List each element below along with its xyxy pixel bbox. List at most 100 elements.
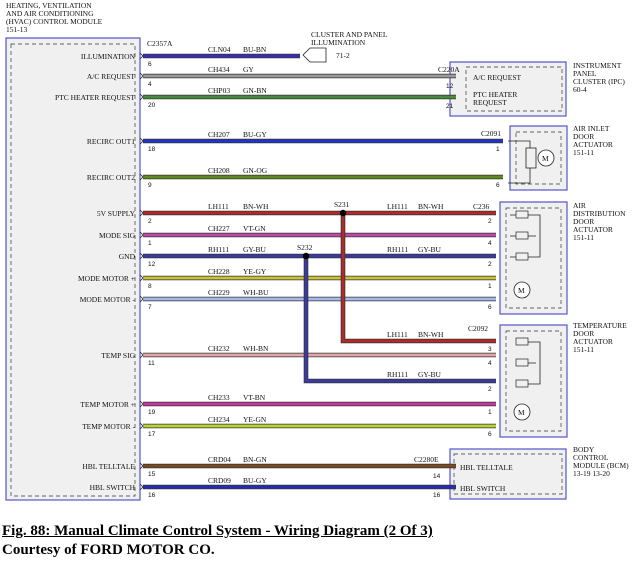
component-pin-number: 14 xyxy=(433,473,441,480)
wire-lh111-temp-branch xyxy=(340,213,496,344)
dist-title-3: DOOR xyxy=(573,217,594,226)
ipc-title-3: CLUSTER (IPC) xyxy=(573,77,625,86)
temp-title-2: DOOR xyxy=(573,329,594,338)
wire-color-label: GY-BU xyxy=(243,245,267,254)
dist-motor-icon xyxy=(513,281,531,299)
signal-label: MODE SIG xyxy=(99,231,136,240)
ipc-ptc-label-1: PTC HEATER xyxy=(473,90,517,99)
wire-ch227 xyxy=(139,231,496,239)
bcm-switch-label: HBL SWITCH xyxy=(460,484,506,493)
wire-color-label: GN-BN xyxy=(243,86,267,95)
wire-color-label: GN-OG xyxy=(243,166,268,175)
wire-ch232 xyxy=(139,351,496,359)
component-pin-number: 1 xyxy=(496,146,500,153)
splice-s231: S231 xyxy=(334,200,350,217)
wire-ch228 xyxy=(139,274,496,282)
temperature-door-actuator: M TEMPERATURE DOOR ACTUATOR 151-11 xyxy=(499,321,627,438)
hvac-pin-number: 16 xyxy=(148,492,156,499)
wire-color-label: WH-BU xyxy=(243,288,269,297)
wire-ch434 xyxy=(139,72,456,80)
circuit-label: CRD04 xyxy=(208,455,231,464)
wire-color-label: BN-WH xyxy=(243,202,269,211)
hvac-pin-number: 11 xyxy=(148,360,155,367)
circuit-label: RH111 xyxy=(387,245,408,254)
circuit-label: RH111 xyxy=(208,245,229,254)
signal-label: ILLUMINATION xyxy=(81,52,136,61)
dist-title-4: ACTUATOR xyxy=(573,225,613,234)
pin-arrow xyxy=(139,52,144,60)
air-inlet-door-actuator: M AIR INLET DOOR ACTUATOR 151-11 xyxy=(508,124,613,191)
circuit-label: CH233 xyxy=(208,393,230,402)
dist-title-2: DISTRIBUTION xyxy=(573,209,626,218)
inlet-title-3: ACTUATOR xyxy=(573,140,613,149)
wire-color-label: BU-GY xyxy=(243,476,267,485)
wire-color-label: BN-WH xyxy=(418,330,444,339)
signal-label: TEMP MOTOR - xyxy=(82,422,135,431)
wire-rh111-temp-branch xyxy=(303,256,496,384)
signal-label: MODE MOTOR + xyxy=(78,274,135,283)
circuit-label: CH227 xyxy=(208,224,230,233)
component-pin-number: 2 xyxy=(488,218,492,225)
pin-arrow xyxy=(139,295,144,303)
component-pin-number: 4 xyxy=(488,240,492,247)
circuit-label: CHP03 xyxy=(208,86,230,95)
pin-arrow xyxy=(139,209,144,217)
pin-arrow xyxy=(139,93,144,101)
signal-label: GND xyxy=(119,252,136,261)
bcm-telltale-label: HBL TELLTALE xyxy=(460,463,513,472)
caption-credit: Courtesy of FORD MOTOR CO. xyxy=(2,542,215,558)
hvac-pin-number: 15 xyxy=(148,471,156,478)
component-pin-number: 2 xyxy=(488,261,492,268)
temp-title-ref: 151-11 xyxy=(573,345,594,354)
splice-s232-label: S232 xyxy=(297,243,313,252)
bcm-title-ref: 13-19 13-20 xyxy=(573,469,610,478)
wire-color-label: BU-GY xyxy=(243,130,267,139)
signal-label: RECIRC OUT1 xyxy=(87,137,135,146)
hvac-pin-number: 19 xyxy=(148,409,156,416)
pin-arrow xyxy=(139,231,144,239)
circuit-label: CH228 xyxy=(208,267,230,276)
ipc-title-1: INSTRUMENT xyxy=(573,61,622,70)
circuit-label: RH111 xyxy=(387,370,408,379)
body-control-module: HBL TELLTALE HBL SWITCH BODY CONTROL MOD… xyxy=(449,445,629,500)
wire-color-label: YE-GN xyxy=(243,415,267,424)
component-pin-number: 16 xyxy=(433,492,441,499)
wire-ch233 xyxy=(139,400,496,408)
cluster-ref-number: 71-2 xyxy=(336,51,350,60)
temp-title-3: ACTUATOR xyxy=(573,337,613,346)
circuit-label: CH229 xyxy=(208,288,230,297)
hvac-title-1: HEATING, VENTILATION xyxy=(6,1,92,10)
hvac-control-module: HEATING, VENTILATION AND AIR CONDITIONIN… xyxy=(5,1,141,501)
wires-layer xyxy=(139,52,503,491)
signal-label: HBL SWITCH xyxy=(90,483,136,492)
inlet-title-ref: 151-11 xyxy=(573,148,594,157)
pin-arrow xyxy=(139,483,144,491)
component-pin-number: 2 xyxy=(488,386,492,393)
circuit-label: CLN04 xyxy=(208,45,231,54)
pin-arrow xyxy=(139,252,144,260)
wire-color-label: YE-GY xyxy=(243,267,267,276)
hvac-pin-number: 8 xyxy=(148,283,152,290)
caption-title: Fig. 88: Manual Climate Control System -… xyxy=(2,523,433,539)
temp-motor-icon xyxy=(513,403,531,421)
signal-label: TEMP MOTOR + xyxy=(80,400,135,409)
inlet-motor-symbol: M xyxy=(542,154,549,163)
inlet-title-1: AIR INLET xyxy=(573,124,610,133)
wire-color-label: GY-BU xyxy=(418,245,442,254)
wire-color-label: GY xyxy=(243,65,254,74)
bcm-title-3: MODULE (BCM) xyxy=(573,461,629,470)
inlet-connector-label: C2091 xyxy=(481,129,501,138)
component-pin-number: 6 xyxy=(496,182,500,189)
dist-title-1: AIR xyxy=(573,201,586,210)
wire-color-label: BN-GN xyxy=(243,455,267,464)
ipc-title-2: PANEL xyxy=(573,69,597,78)
signal-label: MODE MOTOR - xyxy=(80,295,136,304)
circuit-label: LH111 xyxy=(387,330,408,339)
hvac-pin-number: 20 xyxy=(148,102,156,109)
dist-title-ref: 151-11 xyxy=(573,233,594,242)
signal-label: 5V SUPPLY xyxy=(97,209,136,218)
bcm-title-2: CONTROL xyxy=(573,453,609,462)
pin-arrow xyxy=(139,137,144,145)
dist-motor-symbol: M xyxy=(518,286,525,295)
